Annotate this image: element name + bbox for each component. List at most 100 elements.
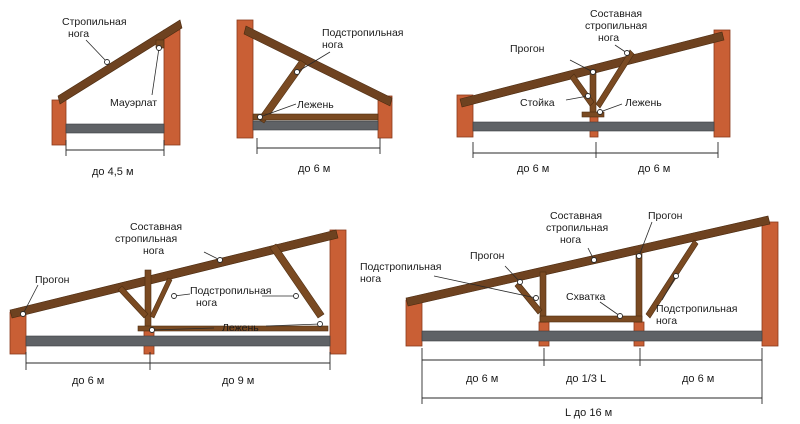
dim-label-left: до 6 м: [466, 373, 498, 385]
dim-label-left: до 6 м: [517, 163, 549, 175]
label-rafter-l1: Стропильная: [62, 16, 127, 28]
label-sub-rafter-left-l1: Подстропильная: [360, 261, 442, 273]
marker-sub-rafter-right: [673, 273, 679, 279]
floor-slab: [421, 330, 763, 342]
marker-mauerlat: [156, 45, 162, 51]
post-left: [539, 271, 547, 323]
label-composite-l2: стропильная: [115, 233, 177, 245]
dim-label-right: до 6 м: [682, 373, 714, 385]
bed-beam: [252, 113, 379, 121]
wall-left: [51, 99, 67, 146]
wall-right: [163, 29, 181, 146]
label-rafter-l2: нога: [68, 28, 89, 40]
marker-purlin-left: [517, 279, 523, 285]
wall-right: [713, 29, 731, 138]
label-sub-rafter-l2: нога: [322, 39, 343, 51]
marker-purlin-right: [636, 253, 642, 259]
label-composite-l2: стропильная: [585, 20, 647, 32]
label-composite-l1: Составная: [550, 210, 602, 222]
label-tie: Схватка: [566, 291, 606, 303]
leader-purlin: [569, 59, 594, 73]
leader-purlin-right: [638, 221, 653, 257]
label-purlin-left: Прогон: [470, 250, 505, 262]
leader-bed: [599, 103, 623, 113]
label-sub-rafter-right-l1: Подстропильная: [656, 303, 738, 315]
label-purlin: Прогон: [510, 43, 545, 55]
marker-composite: [624, 50, 630, 56]
wall-right: [761, 221, 779, 347]
floor-slab: [25, 335, 331, 347]
strut-right: [149, 277, 173, 319]
leader-post: [565, 95, 589, 101]
wall-right: [329, 229, 347, 355]
rafter-beam: [9, 229, 339, 319]
label-mauerlat: Мауэрлат: [110, 97, 157, 109]
label-sub-rafter-l1: Подстропильная: [322, 27, 404, 39]
post-right: [635, 251, 643, 323]
label-composite-l1: Составная: [590, 8, 642, 20]
label-sub-rafter-right-l2: нога: [656, 315, 677, 327]
dim-label-right: до 6 м: [638, 163, 670, 175]
marker-purlin: [590, 69, 596, 75]
leader-mauerlat: [151, 47, 160, 96]
marker-composite: [217, 257, 223, 263]
leader-purlin: [22, 284, 39, 315]
leader-bed-right: [265, 323, 321, 327]
marker-purlin: [20, 311, 26, 317]
leader-sub-rafter-right: [661, 275, 677, 301]
bed-beam: [581, 111, 605, 118]
marker-sub-rafter: [294, 69, 300, 75]
marker-bed-right: [317, 321, 323, 327]
dim-label-middle: до 1/3 L: [566, 373, 606, 385]
wall-left: [405, 299, 423, 347]
dim-label: до 6 м: [298, 163, 330, 175]
label-sub-rafter-left-l2: нога: [360, 273, 381, 285]
strut-right: [645, 239, 699, 319]
leader-sub-rafter-left: [433, 275, 537, 299]
marker-bed: [597, 109, 603, 115]
leader-composite: [203, 251, 221, 261]
marker-bed: [257, 114, 263, 120]
marker-sub-rafter-left: [533, 295, 539, 301]
marker-rafter: [104, 59, 110, 65]
leader-purlin-left: [504, 265, 521, 283]
marker-sub-rafter-left: [171, 293, 177, 299]
dim-label-left: до 6 м: [72, 375, 104, 387]
rafter-beam: [243, 25, 393, 107]
floor-slab: [252, 120, 379, 131]
marker-post: [585, 93, 591, 99]
leader-tie: [599, 301, 621, 317]
dim-label: до 4,5 м: [92, 166, 134, 178]
sub-rafter-beam: [269, 243, 325, 319]
strut-left: [117, 285, 149, 319]
tie-beam: [539, 315, 643, 323]
leader-bed-left: [151, 327, 215, 331]
wall-left: [236, 19, 254, 139]
label-composite-l3: нога: [598, 32, 619, 44]
sub-rafter-beam: [257, 59, 307, 124]
floor-slab: [65, 123, 165, 134]
label-sub-rafter-l2: нога: [196, 297, 217, 309]
label-bed: Лежень: [222, 322, 259, 334]
label-purlin: Прогон: [35, 274, 70, 286]
marker-sub-rafter-right: [293, 293, 299, 299]
label-bed: Лежень: [625, 97, 662, 109]
marker-composite: [591, 257, 597, 263]
rafter-beam: [405, 215, 771, 307]
label-sub-rafter-l1: Подстропильная: [190, 285, 272, 297]
marker-bed-left: [149, 327, 155, 333]
label-post: Стойка: [520, 97, 555, 109]
bed-beam: [137, 325, 329, 332]
rafter-beam: [57, 19, 183, 105]
